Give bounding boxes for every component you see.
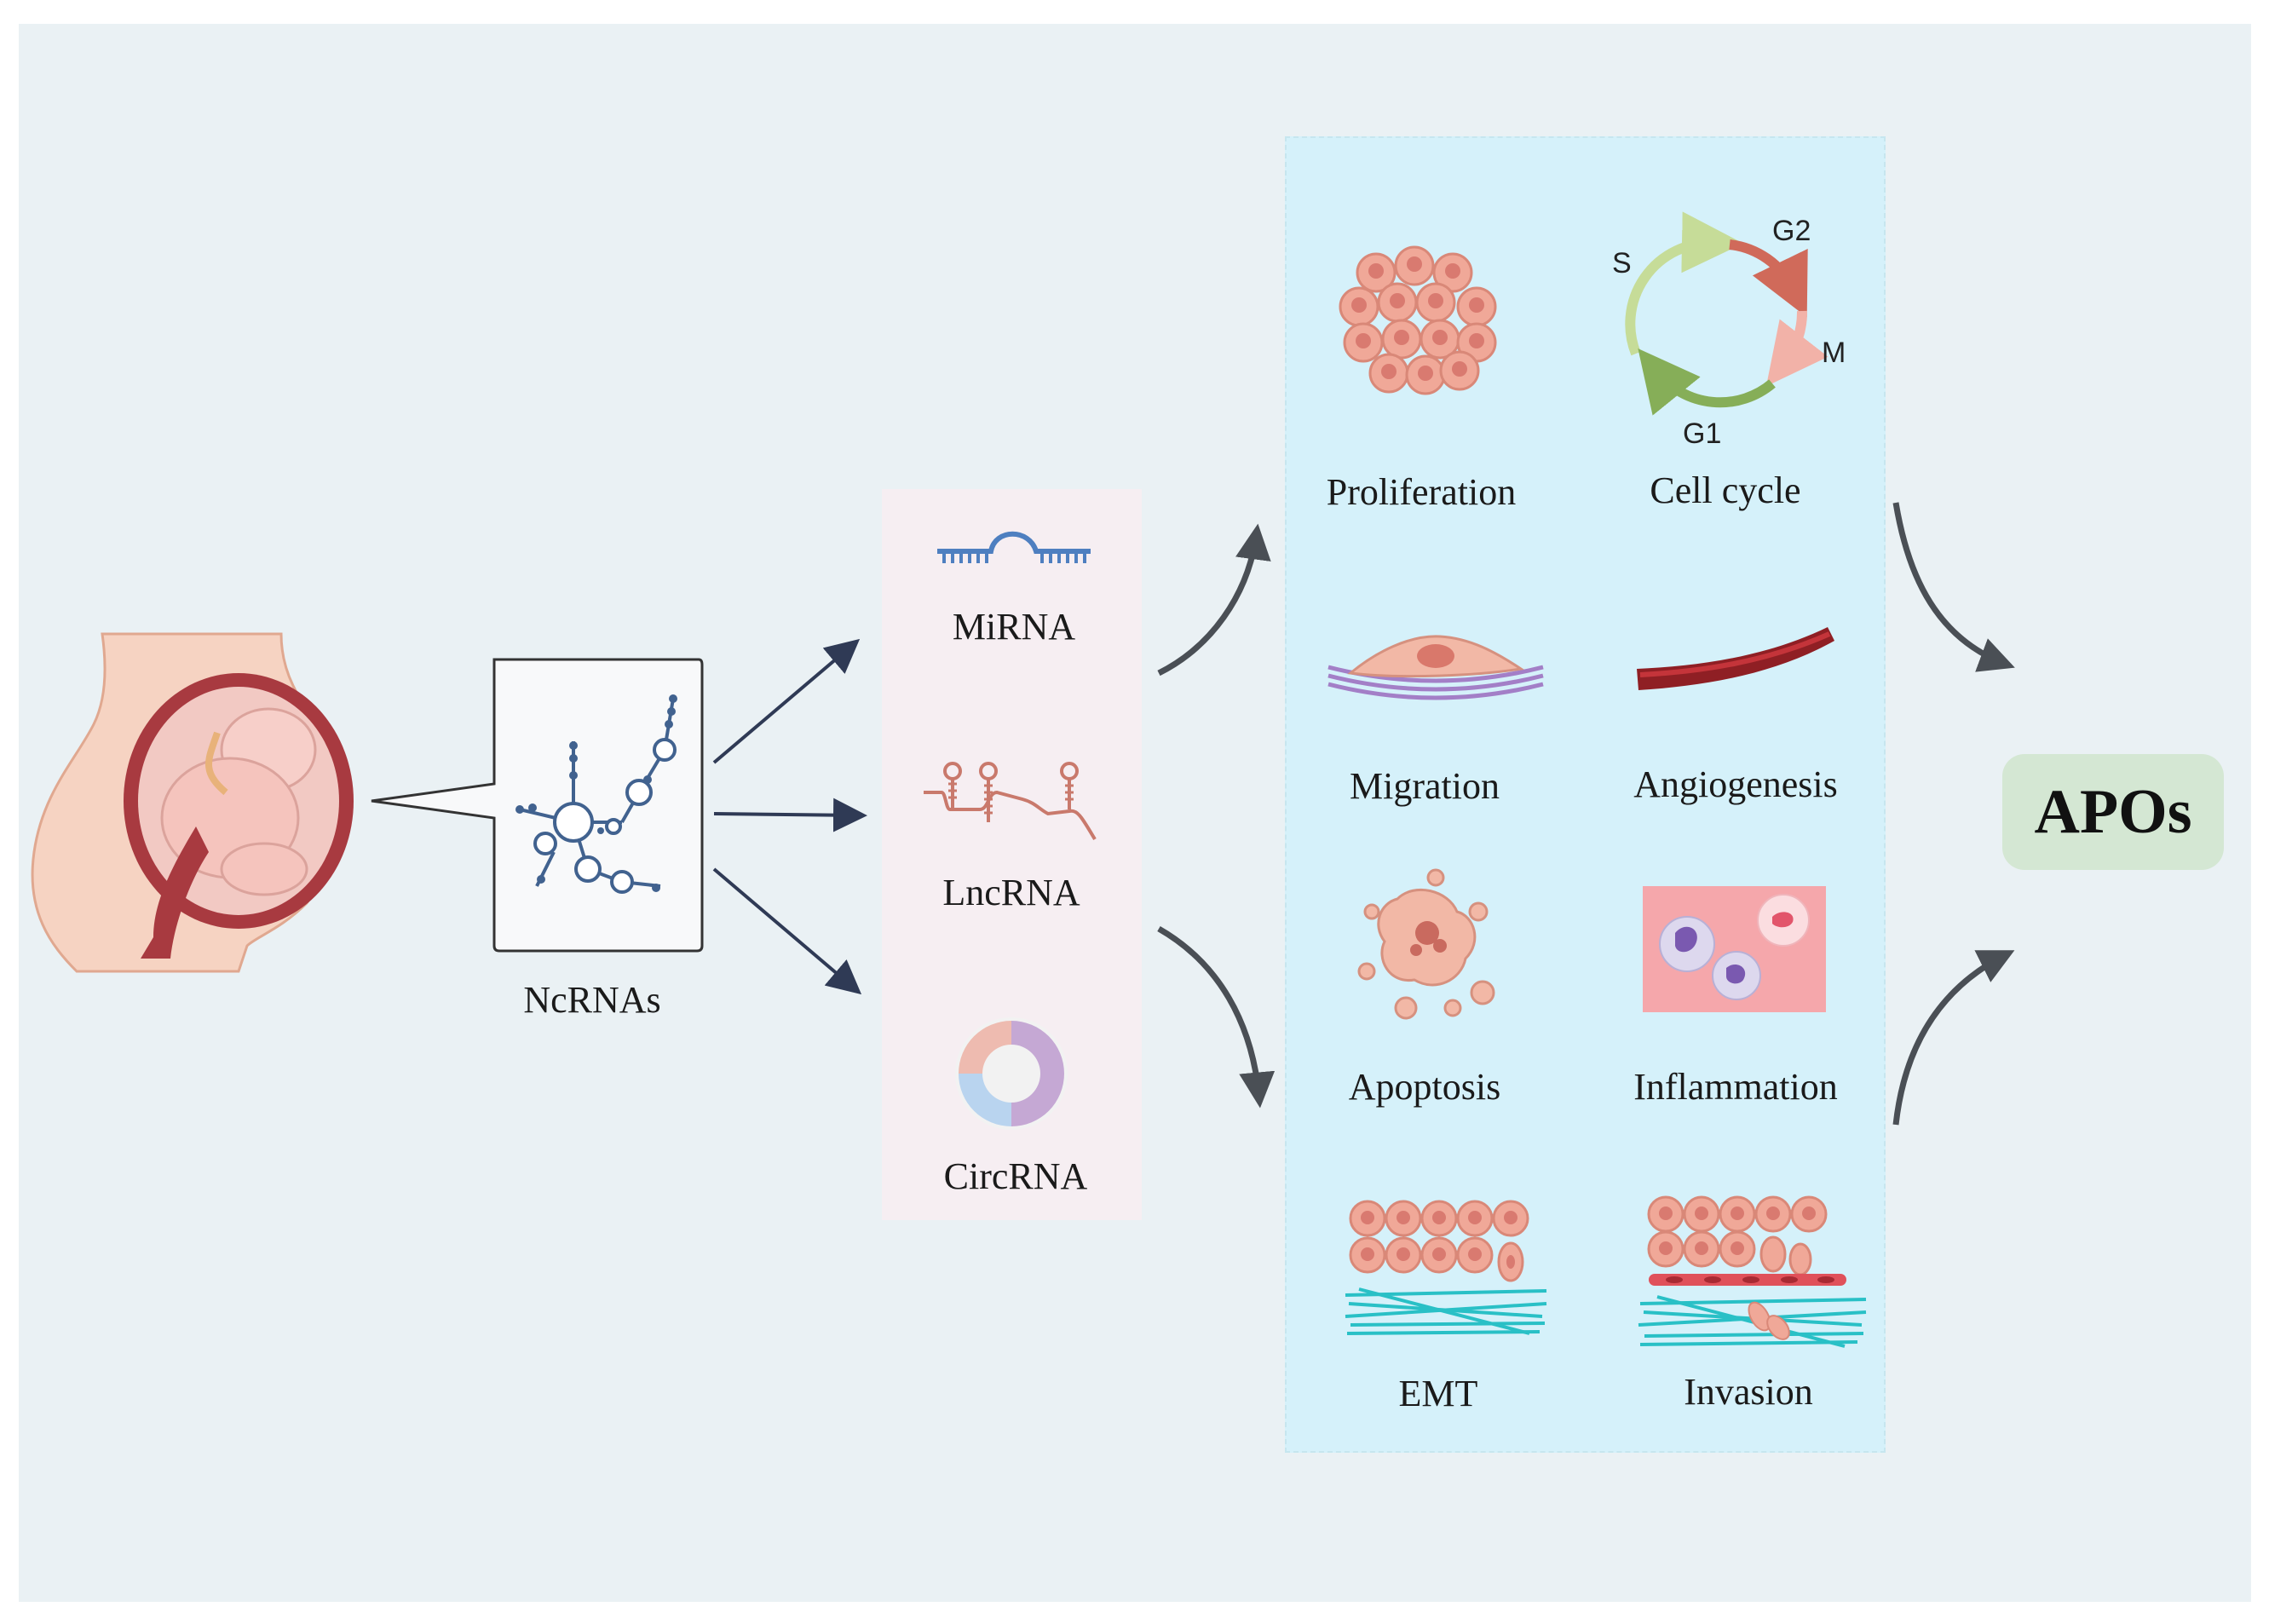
- mirna-icon: [937, 531, 1091, 563]
- cell-cycle-label: Cell cycle: [1650, 469, 1801, 511]
- arrow-to-mirna: [712, 638, 861, 764]
- emt-icon: [1345, 1200, 1547, 1335]
- cell-cycle-icon: [1625, 211, 1828, 416]
- apoptosis-icon: [1357, 868, 1495, 1020]
- migration-icon: [1327, 635, 1544, 700]
- emt-label: EMT: [1398, 1373, 1478, 1414]
- apos-outcome-box: APOs: [2002, 754, 2224, 870]
- inflammation-label: Inflammation: [1633, 1066, 1838, 1108]
- lncrna-label: LncRNA: [942, 872, 1080, 913]
- angiogenesis-icon: [1637, 627, 1834, 690]
- phase-s: S: [1612, 247, 1632, 279]
- lncrna-icon: [924, 762, 1097, 841]
- circrna-icon: [955, 1017, 1068, 1130]
- invasion-icon: [1638, 1195, 1867, 1348]
- mirna-label: MiRNA: [952, 606, 1076, 648]
- arrow-lower-to-apos: [1892, 950, 2015, 1126]
- inflammation-icon: [1643, 886, 1826, 1012]
- phase-g1: G1: [1683, 418, 1722, 450]
- proliferation-label: Proliferation: [1326, 471, 1517, 513]
- arrow-to-upper-processes: [1157, 523, 1271, 677]
- phase-g2: G2: [1772, 215, 1811, 247]
- arrow-to-circrna: [712, 867, 862, 995]
- phase-m: M: [1822, 337, 1846, 369]
- pregnancy-illustration: [31, 632, 354, 973]
- ncrna-bubble: [371, 658, 704, 953]
- arrow-to-lower-processes: [1157, 925, 1276, 1109]
- ncrnas-label: NcRNAs: [523, 979, 661, 1021]
- apos-label: APOs: [2034, 776, 2192, 847]
- proliferation-icon: [1339, 245, 1497, 395]
- circrna-label: CircRNA: [943, 1155, 1088, 1197]
- angiogenesis-label: Angiogenesis: [1633, 763, 1838, 805]
- apoptosis-label: Apoptosis: [1348, 1066, 1501, 1108]
- arrow-to-lncrna: [713, 798, 867, 832]
- arrow-upper-to-apos: [1892, 502, 2015, 672]
- migration-label: Migration: [1350, 765, 1500, 807]
- invasion-label: Invasion: [1684, 1371, 1813, 1413]
